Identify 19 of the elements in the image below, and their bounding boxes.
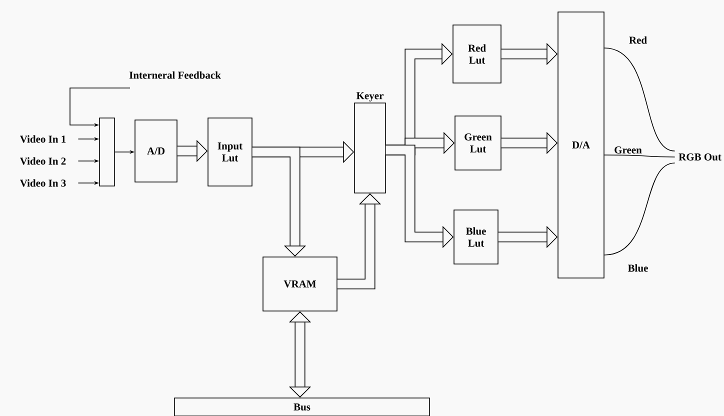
edge-label: Blue — [628, 264, 648, 272]
block-label: Keyer — [356, 92, 384, 102]
edge-label: Interneral Feedback — [129, 71, 221, 79]
signal-line — [604, 154, 676, 158]
edge-label: Green — [614, 146, 642, 154]
input-label: Video In 2 — [20, 157, 66, 165]
process-box: A/D — [134, 120, 178, 182]
process-box: Red Lut — [452, 24, 502, 84]
process-box: Green Lut — [454, 116, 502, 170]
output-label: RGB Out — [678, 153, 722, 161]
input-label: Video In 1 — [20, 135, 66, 143]
signal-line — [604, 48, 676, 152]
process-box: D/A — [558, 12, 604, 278]
process-box: VRAM — [262, 256, 338, 312]
input-label: Video In 3 — [20, 179, 66, 187]
bus-band: Bus — [174, 398, 430, 416]
multiplexer-box — [99, 118, 115, 186]
signal-line — [604, 162, 676, 256]
edge-label: Red — [629, 36, 647, 44]
